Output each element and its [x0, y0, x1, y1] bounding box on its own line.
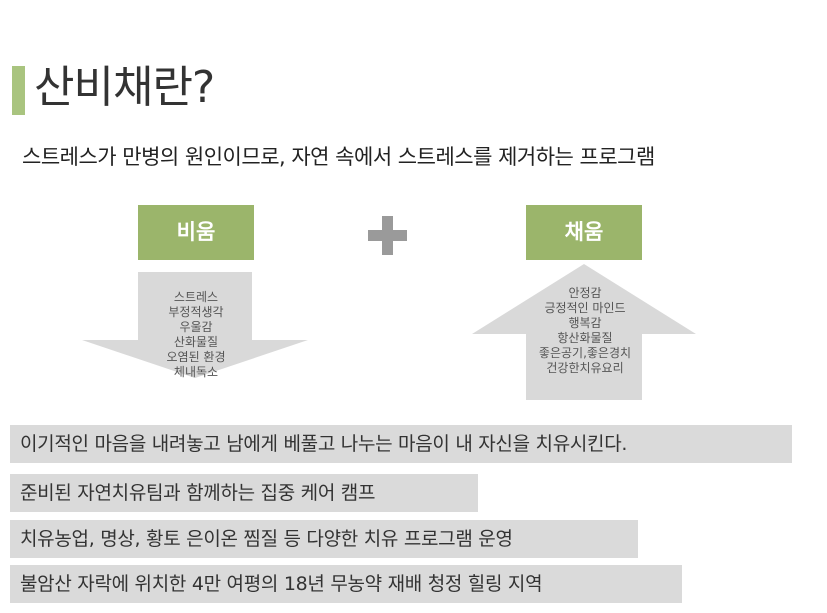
title-accent-bar: [12, 66, 25, 115]
filling-item: 항산화물질: [557, 331, 613, 345]
page-title: 산비채란?: [34, 62, 215, 113]
emptying-item: 체내독소: [173, 365, 219, 379]
feature-bar: 이기적인 마음을 내려놓고 남에게 베풀고 나누는 마음이 내 자신을 치유시킨…: [10, 425, 792, 463]
emptying-item: 스트레스: [173, 290, 219, 304]
filling-item: 행복감: [568, 316, 602, 330]
filling-item: 건강한치유요리: [546, 361, 624, 375]
emptying-item: 오염된 환경: [166, 350, 226, 364]
filling-item: 긍정적인 마인드: [544, 301, 626, 315]
feature-bar: 치유농업, 명상, 황토 은이온 찜질 등 다양한 치유 프로그램 운영: [10, 520, 638, 558]
emptying-item: 부정적생각: [168, 305, 224, 319]
up-arrow-icon: [472, 264, 696, 400]
feature-bar: 불암산 자락에 위치한 4만 여평의 18년 무농약 재배 청정 힐링 지역: [10, 565, 682, 603]
feature-bar: 준비된 자연치유팀과 함께하는 집중 케어 캠프: [10, 474, 478, 512]
emptying-list: 스트레스 부정적생각 우울감 산화물질 오염된 환경 체내독소: [138, 290, 254, 380]
emptying-item: 산화물질: [173, 335, 219, 349]
page-subtitle: 스트레스가 만병의 원인이므로, 자연 속에서 스트레스를 제거하는 프로그램: [22, 145, 655, 169]
emptying-item: 우울감: [179, 320, 213, 334]
filling-item: 좋은공기,좋은경치: [538, 346, 632, 360]
emptying-label: 비움: [138, 205, 254, 260]
filling-label: 채움: [526, 205, 642, 260]
down-arrow-icon: [82, 272, 308, 378]
filling-list: 안정감 긍정적인 마인드 행복감 항산화물질 좋은공기,좋은경치 건강한치유요리: [490, 286, 680, 376]
filling-item: 안정감: [568, 286, 602, 300]
